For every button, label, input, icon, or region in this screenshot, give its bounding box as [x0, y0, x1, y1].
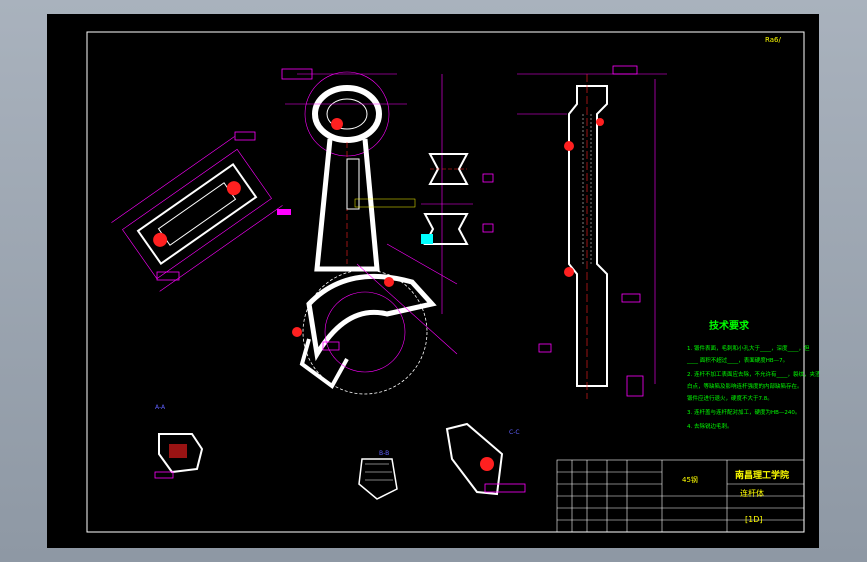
title-part-name: 连杆体	[740, 488, 764, 498]
tech-req-line: 白点，等缺陷及影响连杆强度的内部缺陷存在。	[687, 382, 803, 390]
detail-label-c: C-C	[509, 429, 520, 436]
title-drawing-number: [1D]	[745, 515, 763, 524]
technical-requirements: 技术要求 1. 锻件表面，毛刺和小孔大于____，深度____，但 ____ 面…	[686, 319, 819, 430]
detail-view-right: C-C	[445, 422, 526, 496]
tech-req-line: 4. 去除锐边毛刺。	[687, 422, 733, 430]
rod-front-view	[281, 68, 458, 395]
title-block	[556, 459, 805, 533]
cap-angled-view	[111, 136, 283, 292]
rod-side-view	[517, 65, 667, 399]
title-material: 45钢	[682, 475, 698, 484]
tech-req-line: 1. 锻件表面，毛刺和小孔大于____，深度____，但	[687, 344, 810, 352]
detail-label-a: A-A	[155, 404, 166, 411]
tech-req-line: 锻件应进行退火，硬度不大于7.8。	[687, 394, 773, 402]
tech-req-title: 技术要求	[709, 319, 750, 332]
roughness-corner-tag: Ra6/	[765, 36, 781, 44]
detail-view-center: B-B	[358, 450, 398, 500]
tech-req-line: ____ 面积不超过____，表面硬度HB—7。	[686, 356, 788, 364]
detail-label-b: B-B	[379, 450, 389, 457]
drawing-canvas: Ra6/	[86, 31, 819, 533]
section-a-a	[428, 153, 494, 185]
tech-req-line: 3. 连杆盖与连杆配对加工，硬度为HB—240。	[687, 408, 800, 416]
title-school: 南昌理工学院	[735, 469, 789, 481]
cad-drawing-viewport[interactable]: Ra6/	[47, 14, 819, 548]
detail-view-left: A-A	[154, 404, 204, 479]
drawing-border	[86, 31, 805, 533]
section-b-b	[421, 203, 494, 245]
tech-req-line: 2. 连杆不加工表面应去除，不允许有____，裂纹，夹渣，	[687, 370, 819, 378]
